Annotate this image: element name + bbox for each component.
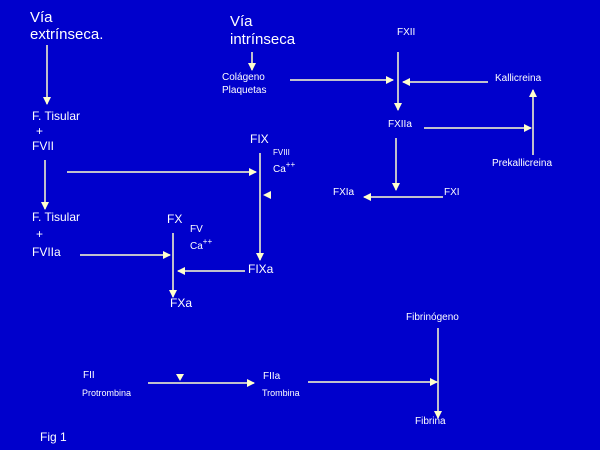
fibrina-label: Fibrina — [415, 416, 446, 427]
fix-label: FIX — [250, 132, 269, 146]
plus: + — [36, 124, 44, 138]
intrinsic-label-1: Vía — [230, 13, 253, 30]
trombina-label: Trombina — [262, 388, 300, 398]
arrowhead-fxa-input — [176, 374, 184, 381]
arrowhead-fixa-input — [263, 191, 271, 199]
fxi-label: FXI — [444, 187, 460, 198]
ca-label-1: Ca++ — [273, 160, 296, 175]
tf-label-2: F. Tisular — [32, 210, 81, 224]
fx-label: FX — [167, 212, 183, 226]
intrinsic-label-2: intrínseca — [230, 31, 296, 48]
figure-caption: Fig 1 — [40, 430, 67, 444]
fxa-label: FXa — [170, 296, 193, 310]
fxii-label: FXII — [397, 27, 416, 38]
kallicreina-label: Kallicreina — [495, 73, 542, 84]
fxiia-label: FXIIa — [388, 119, 412, 130]
protrombina-label: Protrombina — [82, 388, 132, 398]
fibrinogeno-label: Fibrinógeno — [406, 312, 459, 323]
fviia-label: FVIIa — [32, 245, 61, 259]
extrinsic-label-1: Vía — [30, 9, 53, 26]
extrinsic-label-2: extrínseca. — [30, 26, 104, 43]
fvii-label: FVII — [32, 139, 55, 153]
tf-label: F. Tisular — [32, 109, 81, 123]
prekallicreina-label: Prekallicreina — [492, 158, 553, 169]
fxia-label: FXIa — [333, 187, 355, 198]
plus-2: + — [36, 227, 44, 241]
ca-label-2: Ca++ — [190, 237, 213, 252]
fiia-label: FIIa — [263, 371, 281, 382]
fixa-label: FIXa — [248, 262, 274, 276]
fviii-label: FVIII — [273, 148, 290, 157]
fii-label: FII — [83, 370, 95, 381]
fv-label: FV — [190, 224, 203, 235]
colageno-label: Colágeno — [222, 72, 265, 83]
plaquetas-label: Plaquetas — [222, 85, 267, 96]
